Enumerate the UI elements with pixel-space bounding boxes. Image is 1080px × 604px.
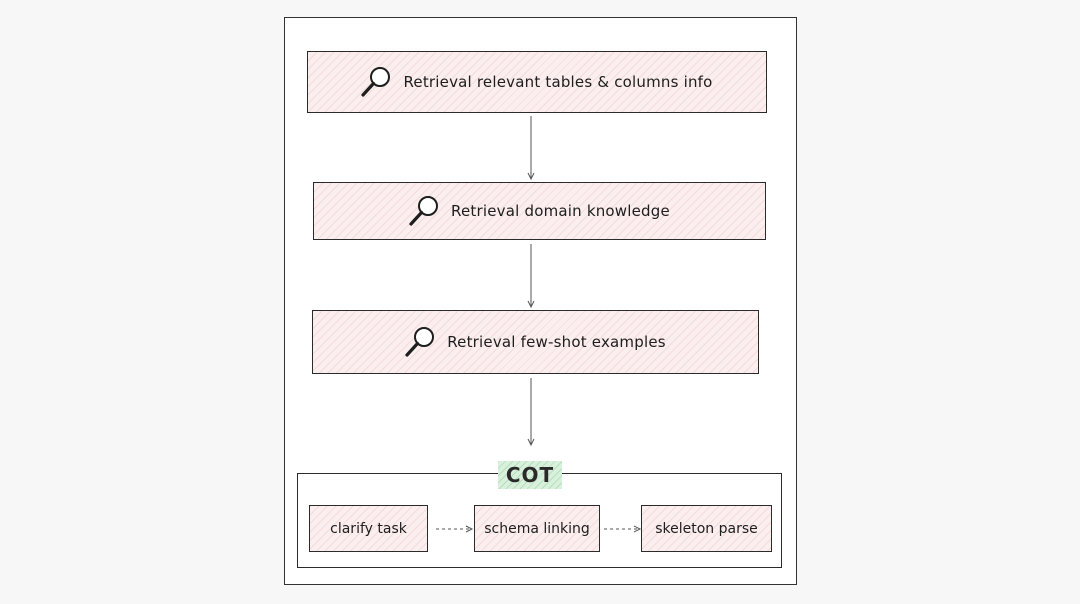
arrow-connector [527,378,535,447]
step-retrieval-domain-knowledge: Retrieval domain knowledge [313,182,766,240]
magnifier-icon [409,196,439,226]
cot-title: COT [498,461,562,489]
magnifier-icon [405,327,435,357]
step-retrieval-few-shot-examples: Retrieval few-shot examples [312,310,759,374]
cot-step-skeleton-parse: skeleton parse [641,505,772,552]
step-label: Retrieval relevant tables & columns info [403,73,713,91]
step-label: Retrieval few-shot examples [447,333,666,351]
cot-step-label: clarify task [330,520,407,537]
dashed-arrow-connector [604,525,642,533]
cot-step-label: schema linking [484,520,590,537]
cot-step-clarify-task: clarify task [309,505,428,552]
arrow-connector [527,116,535,181]
arrow-connector [527,244,535,309]
cot-step-schema-linking: schema linking [474,505,600,552]
step-label: Retrieval domain knowledge [451,202,670,220]
cot-step-label: skeleton parse [655,520,758,537]
step-retrieval-tables-columns: Retrieval relevant tables & columns info [307,51,767,113]
magnifier-icon [361,67,391,97]
dashed-arrow-connector [436,525,474,533]
